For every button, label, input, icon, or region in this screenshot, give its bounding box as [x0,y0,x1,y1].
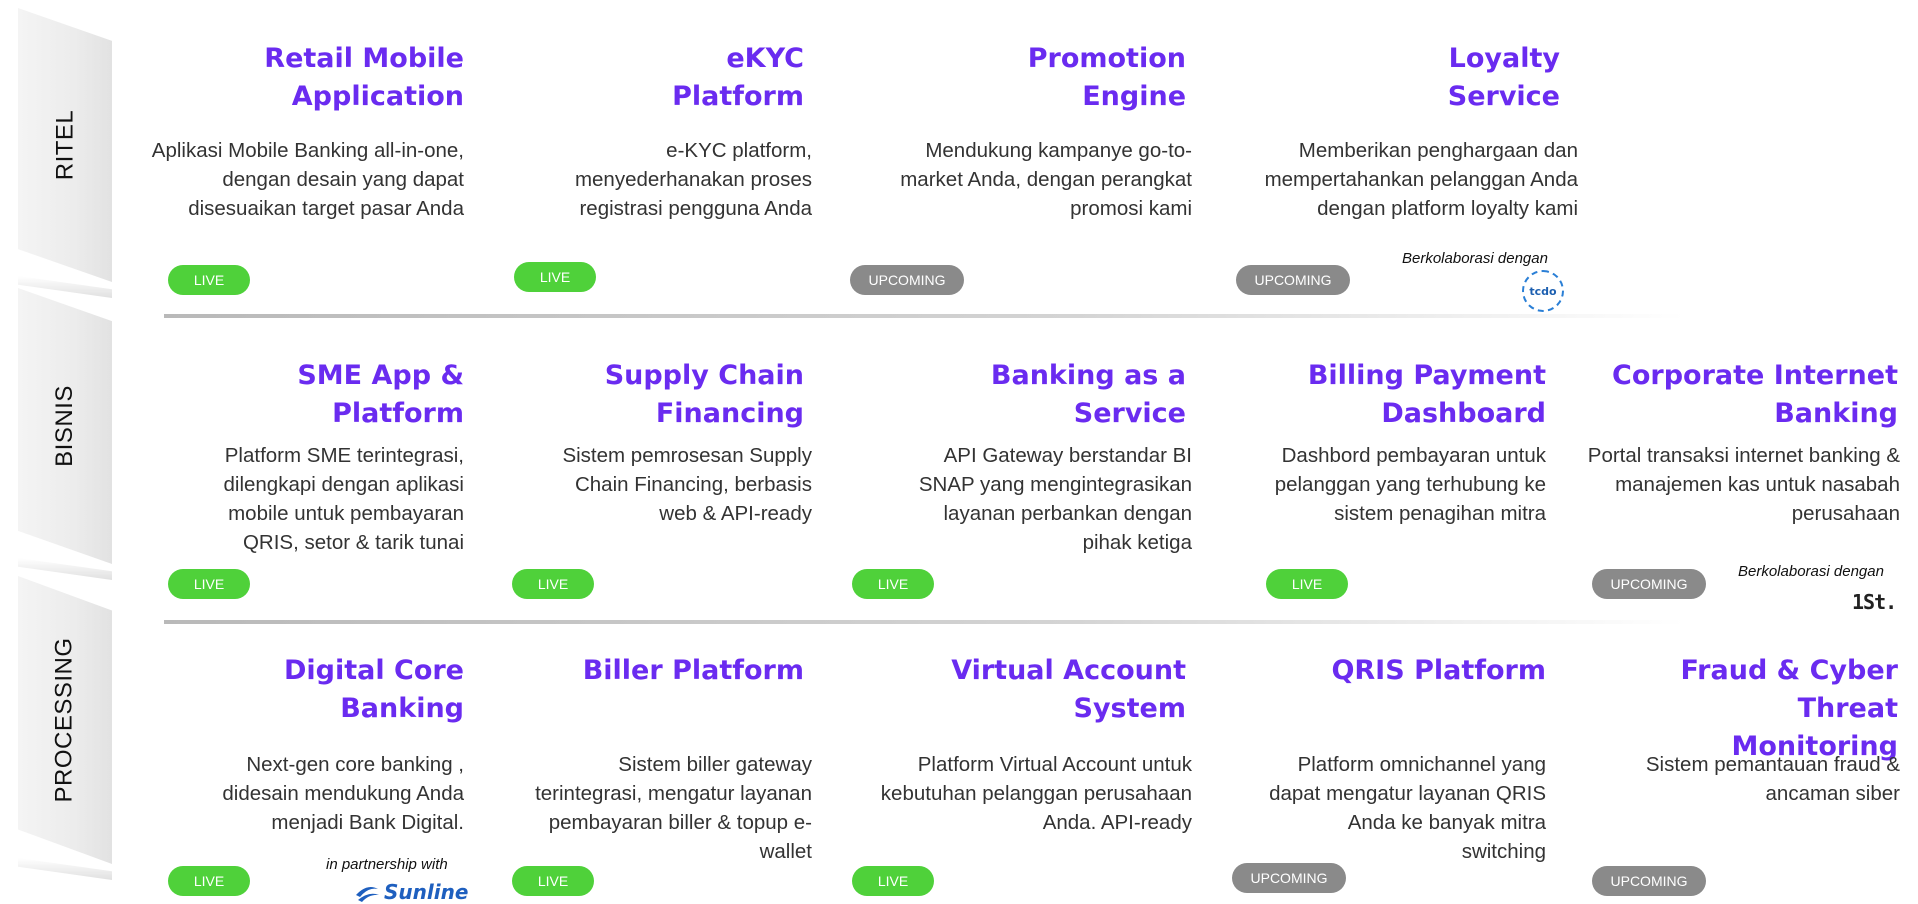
status-badge-live: LIVE [852,569,934,599]
category-label-processing: PROCESSING [51,637,78,803]
sunline-wordmark: Sunline [384,880,469,904]
status-badge-live: LIVE [168,569,250,599]
partner-logo-sunline: Sunline [354,880,468,904]
status-badge-live: LIVE [168,265,250,295]
product-title: Biller Platform [582,655,804,686]
product-card-sme-app[interactable]: SME App &Platform [140,357,464,433]
product-description: Platform Virtual Account untuk kebutuhan… [880,753,1192,834]
product-description: e-KYC platform, menyederhanakan proses r… [574,139,812,220]
partner-logo-tcdo: tcdo [1522,270,1564,312]
status-badge-live: LIVE [512,866,594,896]
tab-shadow [18,558,112,580]
product-card-qris-platform[interactable]: QRIS Platform [1230,652,1546,690]
product-title: QRIS Platform [1331,655,1546,686]
collaboration-note: Berkolaborasi dengan [1738,563,1884,580]
status-badge-upcoming: UPCOMING [1592,866,1706,896]
product-description: Dashbord pembayaran untuk pelanggan yang… [1274,444,1546,525]
status-badge-live: LIVE [512,569,594,599]
product-description: Memberikan penghargaan dan mempertahanka… [1264,139,1578,220]
category-label-bisnis: BISNIS [50,385,78,467]
status-badge-live: LIVE [852,866,934,896]
collaboration-note: in partnership with [326,856,448,873]
product-description: Aplikasi Mobile Banking all-in-one, deng… [151,139,464,220]
product-title: SME App &Platform [297,360,464,429]
product-description: Portal transaksi internet banking & mana… [1587,444,1900,525]
partner-logo-1st: 1St. [1852,590,1897,614]
row-divider-bisnis-processing [164,620,1684,624]
status-badge-live: LIVE [168,866,250,896]
status-badge-upcoming: UPCOMING [1592,569,1706,599]
category-tab-ritel[interactable]: RITEL [18,8,112,282]
row-divider-ritel-bisnis [164,314,1684,318]
tab-shadow [18,858,112,880]
status-badge-upcoming: UPCOMING [850,265,964,295]
category-tab-bisnis[interactable]: BISNIS [18,288,112,564]
sunline-mark-icon [356,887,379,902]
product-card-biller-platform[interactable]: Biller Platform [480,652,804,690]
product-description: API Gateway berstandar BI SNAP yang meng… [918,444,1192,554]
product-description: Next-gen core banking , didesain menduku… [222,753,464,834]
category-tab-processing[interactable]: PROCESSING [18,576,112,864]
product-description: Platform omnichannel yang dapat mengatur… [1269,753,1546,863]
status-badge-upcoming: UPCOMING [1236,265,1350,295]
category-label-ritel: RITEL [50,109,78,181]
product-description: Sistem pemantauan fraud & ancaman siber [1645,753,1900,805]
status-badge-live: LIVE [514,262,596,292]
product-description: Sistem pemrosesan Supply Chain Financing… [562,444,812,525]
product-description: Mendukung kampanye go-to-market Anda, de… [900,139,1192,220]
status-badge-upcoming: UPCOMING [1232,863,1346,893]
product-description: Platform SME terintegrasi, dilengkapi de… [223,444,465,554]
status-badge-live: LIVE [1266,569,1348,599]
collaboration-note: Berkolaborasi dengan [1402,250,1548,267]
product-description: Sistem biller gateway terintegrasi, meng… [535,753,812,863]
